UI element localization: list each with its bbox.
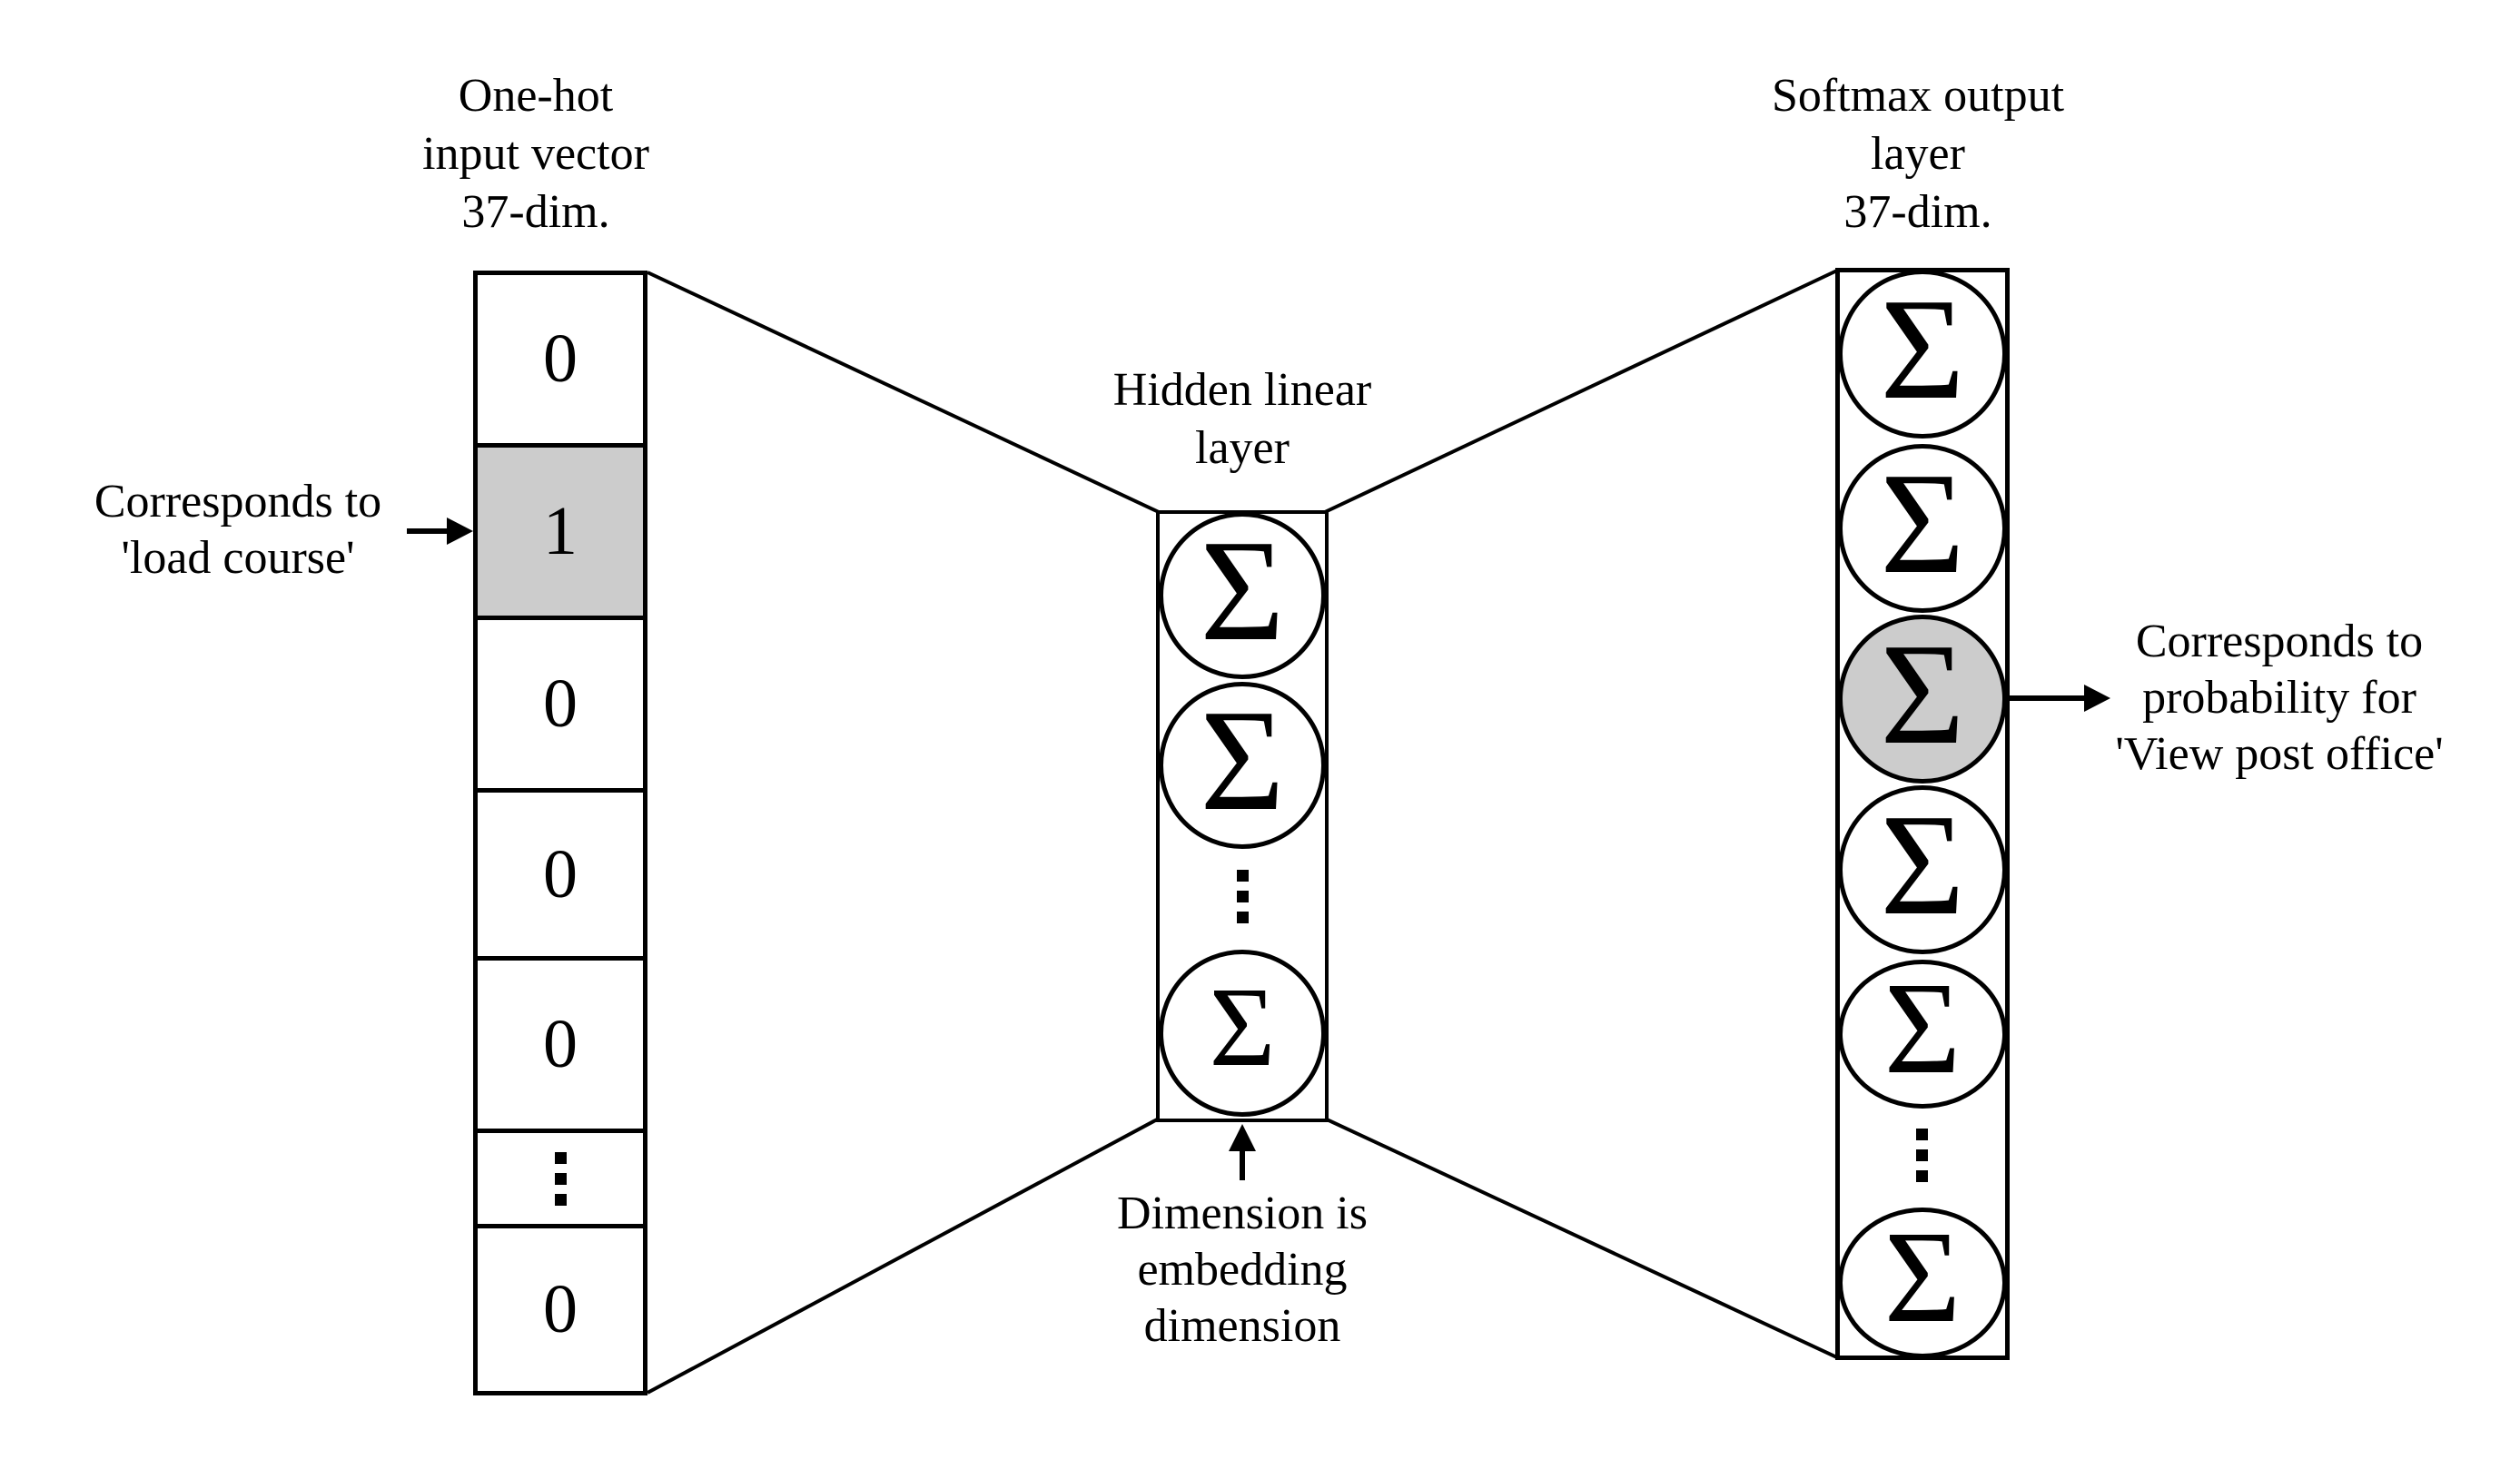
sigma-symbol: Σ	[1883, 1204, 1962, 1350]
embedding-dimension-annotation: Dimension is embedding dimension	[1117, 1188, 1368, 1352]
hidden-neuron: Σ	[1159, 950, 1326, 1117]
ellipsis-dot	[554, 1151, 567, 1164]
input-cell-value: 0	[543, 665, 578, 742]
input-cell: 0	[478, 788, 643, 956]
ellipsis-dot	[1237, 891, 1249, 902]
output-neuron: Σ	[1838, 444, 2007, 613]
output-neuron: Σ	[1838, 270, 2007, 439]
input-cell: 0	[478, 956, 643, 1129]
ellipsis-dot	[554, 1172, 567, 1185]
projection-line-input-hidden-bottom	[647, 1117, 1160, 1395]
ellipsis-dot	[1916, 1149, 1928, 1161]
input-cell-value: 1	[543, 493, 578, 569]
sigma-symbol: Σ	[1880, 268, 1965, 429]
input-cell: 0	[478, 616, 643, 788]
output-neuron-highlighted: Σ	[1838, 615, 2007, 784]
embedding-dimension-arrow-icon	[1229, 1124, 1256, 1180]
sigma-symbol: Σ	[1200, 509, 1285, 671]
sigma-symbol: Σ	[1209, 964, 1276, 1090]
output-neuron: Σ	[1838, 1208, 2007, 1358]
input-cell-highlighted: 1	[478, 443, 643, 616]
one-hot-input-vector: 0 1 0 0 0 0	[473, 271, 647, 1395]
sigma-symbol: Σ	[1200, 679, 1285, 841]
output-neuron: Σ	[1838, 960, 2007, 1109]
sigma-symbol: Σ	[1880, 784, 1965, 945]
projection-line-hidden-output-top	[1324, 268, 1840, 514]
hidden-neuron: Σ	[1159, 512, 1326, 679]
input-cell-value: 0	[543, 1006, 578, 1082]
input-cell-value: 0	[543, 1271, 578, 1347]
input-cell-ellipsis	[478, 1129, 643, 1224]
projection-line-input-hidden-top	[647, 271, 1160, 514]
output-annotation: Corresponds to probability for 'View pos…	[2115, 616, 2444, 780]
hidden-layer-label: Hidden linear layer	[1112, 364, 1372, 474]
vertical-ellipsis-icon	[1237, 870, 1249, 923]
ellipsis-dot	[1237, 870, 1249, 882]
ellipsis-dot	[1916, 1170, 1928, 1182]
sigma-symbol: Σ	[1880, 442, 1965, 604]
output-layer-label: Softmax output layer 37-dim.	[1771, 70, 2065, 238]
ellipsis-dot	[1916, 1129, 1928, 1140]
hidden-neuron: Σ	[1159, 682, 1326, 849]
ellipsis-dot	[554, 1193, 567, 1206]
input-cell-value: 0	[543, 320, 578, 397]
input-annotation: Corresponds to 'load course'	[94, 476, 382, 584]
input-cell: 0	[478, 275, 643, 443]
input-cell: 0	[478, 1224, 643, 1391]
vertical-ellipsis-icon	[554, 1151, 567, 1206]
sigma-symbol: Σ	[1883, 955, 1962, 1101]
input-annotation-arrow-icon	[407, 518, 473, 545]
vertical-ellipsis-icon	[1916, 1129, 1928, 1182]
sigma-symbol: Σ	[1880, 613, 1965, 774]
output-annotation-arrow-icon	[2010, 685, 2110, 712]
output-neuron: Σ	[1838, 785, 2007, 954]
input-cell-value: 0	[543, 835, 578, 912]
ellipsis-dot	[1237, 912, 1249, 923]
input-layer-label: One-hot input vector 37-dim.	[422, 70, 649, 238]
projection-line-hidden-output-bottom	[1324, 1117, 1840, 1360]
